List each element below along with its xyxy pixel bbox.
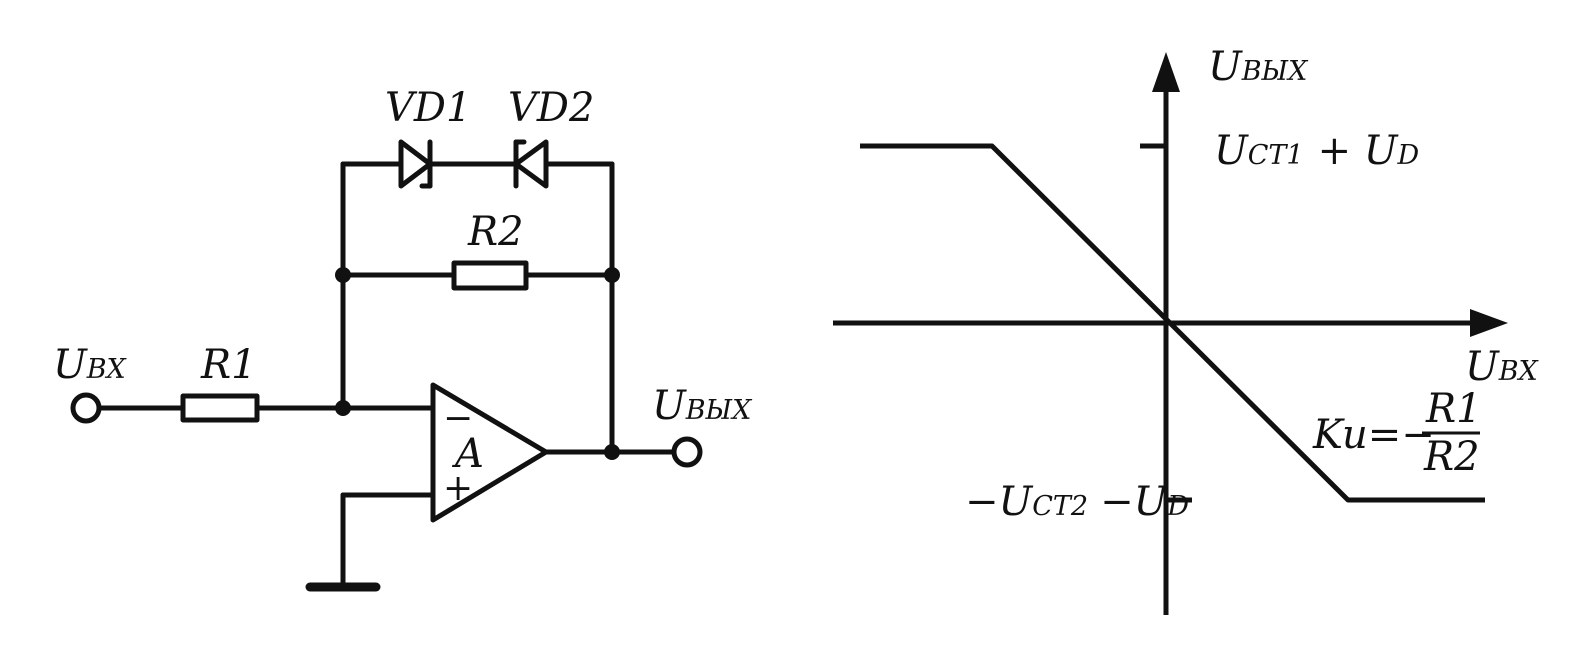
junction-dot: [604, 444, 620, 460]
gain-formula: Ku=− R1 R2: [1312, 386, 1482, 480]
input-voltage-label: UBX: [53, 342, 128, 388]
x-axis-arrow: [1470, 309, 1508, 337]
output-voltage-label: UBЫX: [652, 383, 753, 429]
inverting-input-symbol: −: [443, 398, 473, 439]
lower-level-label: −UCT2−UD: [965, 479, 1189, 525]
r2-resistor: [451, 260, 529, 291]
noninverting-input-symbol: +: [443, 468, 473, 509]
y-axis-arrow: [1152, 52, 1180, 92]
x-axis-label: UBX: [1465, 344, 1540, 390]
junctions: [335, 267, 620, 460]
opamp-body: [430, 382, 549, 523]
vd1-label: VD1: [385, 85, 471, 131]
r1-resistor: [180, 393, 260, 423]
junction-dot: [335, 400, 351, 416]
opamp-label: A: [451, 431, 484, 477]
r2-label: R2: [467, 209, 524, 255]
vd2-zener-diode: [513, 139, 549, 189]
circuit-diagram: [70, 139, 703, 592]
transfer-characteristic: [833, 52, 1508, 615]
vd2-label: VD2: [508, 85, 594, 131]
junction-dot: [604, 267, 620, 283]
gain-denominator: R2: [1423, 434, 1480, 480]
output-terminal: [671, 436, 703, 468]
r1-label: R1: [200, 342, 257, 388]
junction-dot: [335, 267, 351, 283]
gain-numerator: R1: [1425, 386, 1482, 432]
upper-level-label: UCT1+ UD: [1214, 128, 1420, 174]
y-axis-label: UBЫX: [1208, 44, 1309, 90]
transfer-curve: [860, 143, 1485, 503]
vd1-zener-diode: [398, 139, 433, 189]
input-terminal: [70, 392, 102, 424]
gain-label: Ku=−: [1312, 412, 1435, 458]
